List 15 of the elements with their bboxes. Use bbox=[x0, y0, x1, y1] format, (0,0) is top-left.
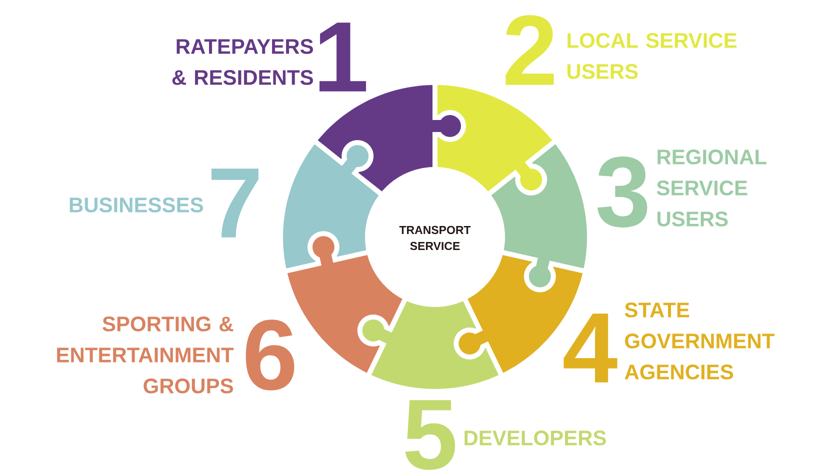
number: 2 bbox=[506, 15, 554, 85]
number: 7 bbox=[212, 168, 258, 238]
group-label: BUSINESSES bbox=[70, 198, 203, 212]
group-label: SPORTING & ENTERTAINMENT GROUPS bbox=[57, 316, 234, 394]
number: 6 bbox=[246, 320, 294, 390]
number: 5 bbox=[405, 400, 456, 470]
group-label: RATEPAYERS & RESIDENTS bbox=[172, 39, 313, 85]
number: 4 bbox=[564, 314, 618, 382]
group-label: DEVELOPERS bbox=[464, 430, 606, 446]
group-label: LOCAL SERVICE USERS bbox=[567, 33, 737, 79]
center-label: TRANSPORT SERVICE bbox=[399, 226, 471, 250]
group-label: REGIONAL SERVICE USERS bbox=[656, 150, 766, 226]
number: 3 bbox=[597, 156, 648, 228]
group-label: STATE GOVERNMENT AGENCIES bbox=[624, 302, 774, 380]
number: 1 bbox=[320, 22, 366, 92]
